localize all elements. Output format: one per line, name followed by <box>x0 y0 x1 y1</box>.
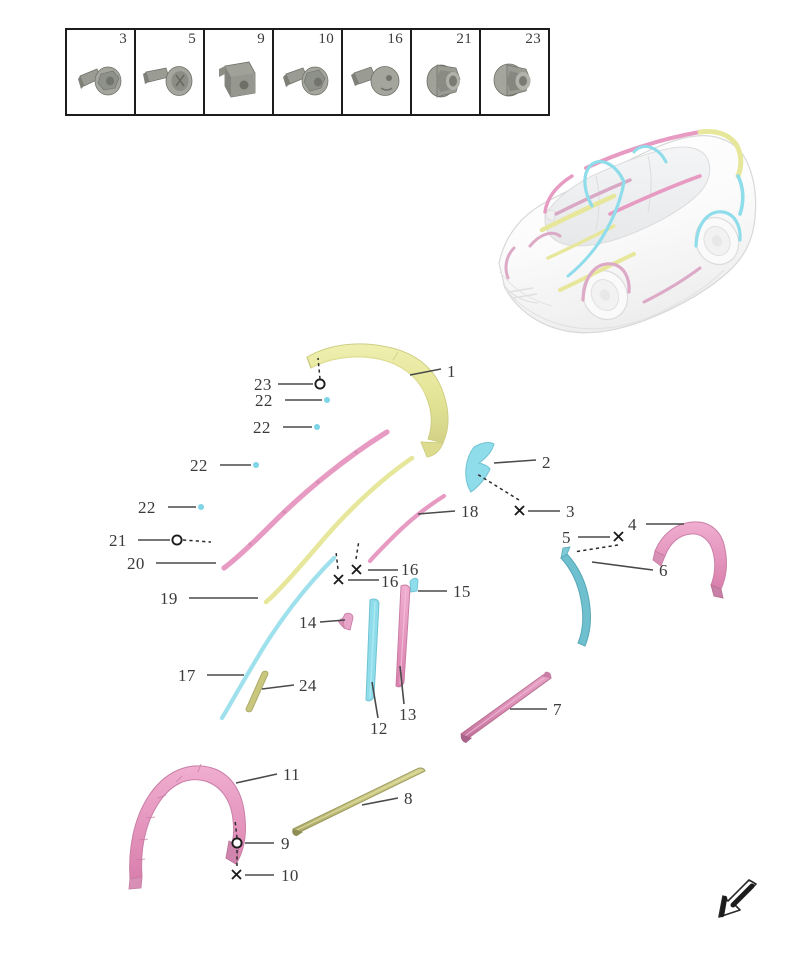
legend-cell-23: 23 <box>481 30 548 114</box>
legend-number: 3 <box>119 31 127 47</box>
legend-number: 21 <box>456 31 472 47</box>
callout-label-19: 19 <box>160 589 178 608</box>
legend-cell-9: 9 <box>205 30 274 114</box>
callout-label-8: 8 <box>404 789 413 808</box>
callout-label-13: 13 <box>399 705 417 724</box>
callout-label-10: 10 <box>281 866 299 885</box>
callout-label-3: 3 <box>566 502 575 521</box>
rivet-push-pin-icon <box>351 66 400 96</box>
callout-label-16a: 16 <box>381 572 399 591</box>
part-2-cyan-bracket <box>465 442 495 493</box>
callout-label-6: 6 <box>659 561 668 580</box>
legend-cell-5: 5 <box>136 30 205 114</box>
callout-label-20: 20 <box>127 554 145 573</box>
callout-label-22c: 22 <box>190 456 208 475</box>
legend-number: 23 <box>525 31 541 47</box>
part-18-pink-strip <box>367 493 447 564</box>
screw-phillips-pan-icon <box>143 66 193 96</box>
part-24-small-olive-piece <box>245 670 269 713</box>
callout-label-24: 24 <box>299 676 317 695</box>
callout-label-4: 4 <box>628 515 637 534</box>
callout-label-5: 5 <box>562 528 571 547</box>
nut-hex-flange-washer-icon <box>493 63 531 97</box>
callout-label-12: 12 <box>370 719 388 738</box>
part-20-pink-curve-strip <box>221 429 390 571</box>
nut-hex-flange-icon <box>426 64 461 98</box>
callout-label-14: 14 <box>299 613 317 632</box>
legend-number: 16 <box>387 31 403 47</box>
callout-label-11: 11 <box>283 765 301 784</box>
part-11-wheel-arch-moulding <box>128 763 246 890</box>
callout-label-9: 9 <box>281 834 290 853</box>
callout-label-22a: 22 <box>255 391 273 410</box>
part-7-pink-bar <box>460 671 552 743</box>
callout-label-21: 21 <box>109 531 127 550</box>
legend-cell-16: 16 <box>343 30 412 114</box>
part-14-small-trim-piece <box>337 612 354 631</box>
callout-label-2: 2 <box>542 453 551 472</box>
callout-label-7: 7 <box>553 700 562 719</box>
clip-square-block-icon <box>219 61 256 98</box>
callout-label-16b: 16 <box>401 560 419 579</box>
callout-label-1: 1 <box>447 362 456 381</box>
bolt-hex-flange-icon <box>283 66 329 96</box>
legend-number: 10 <box>318 31 334 47</box>
bolt-hex-flange-icon <box>78 66 122 96</box>
legend-number: 5 <box>188 31 196 47</box>
callout-label-23: 23 <box>254 375 272 394</box>
part-12-cyan-pillar-strip <box>365 598 380 702</box>
part-1-rear-spoiler <box>306 343 449 458</box>
callout-label-17: 17 <box>178 666 196 685</box>
fastener-legend: 3 5 <box>65 28 550 116</box>
part-6-teal-arch-strip <box>560 546 591 647</box>
part-17-cyan-curve-strip <box>219 555 337 721</box>
callout-label-22b: 22 <box>253 418 271 437</box>
callout-label-18: 18 <box>461 502 479 521</box>
callout-label-22d: 22 <box>138 498 156 517</box>
callout-label-15: 15 <box>453 582 471 601</box>
legend-cell-3: 3 <box>67 30 136 114</box>
part-13-pink-pillar-strip <box>395 584 411 688</box>
legend-cell-10: 10 <box>274 30 343 114</box>
legend-number: 9 <box>257 31 265 47</box>
part-15-small-cyan-piece <box>409 577 419 593</box>
legend-cell-21: 21 <box>412 30 481 114</box>
part-4-wheel-arch-moulding <box>652 521 727 599</box>
